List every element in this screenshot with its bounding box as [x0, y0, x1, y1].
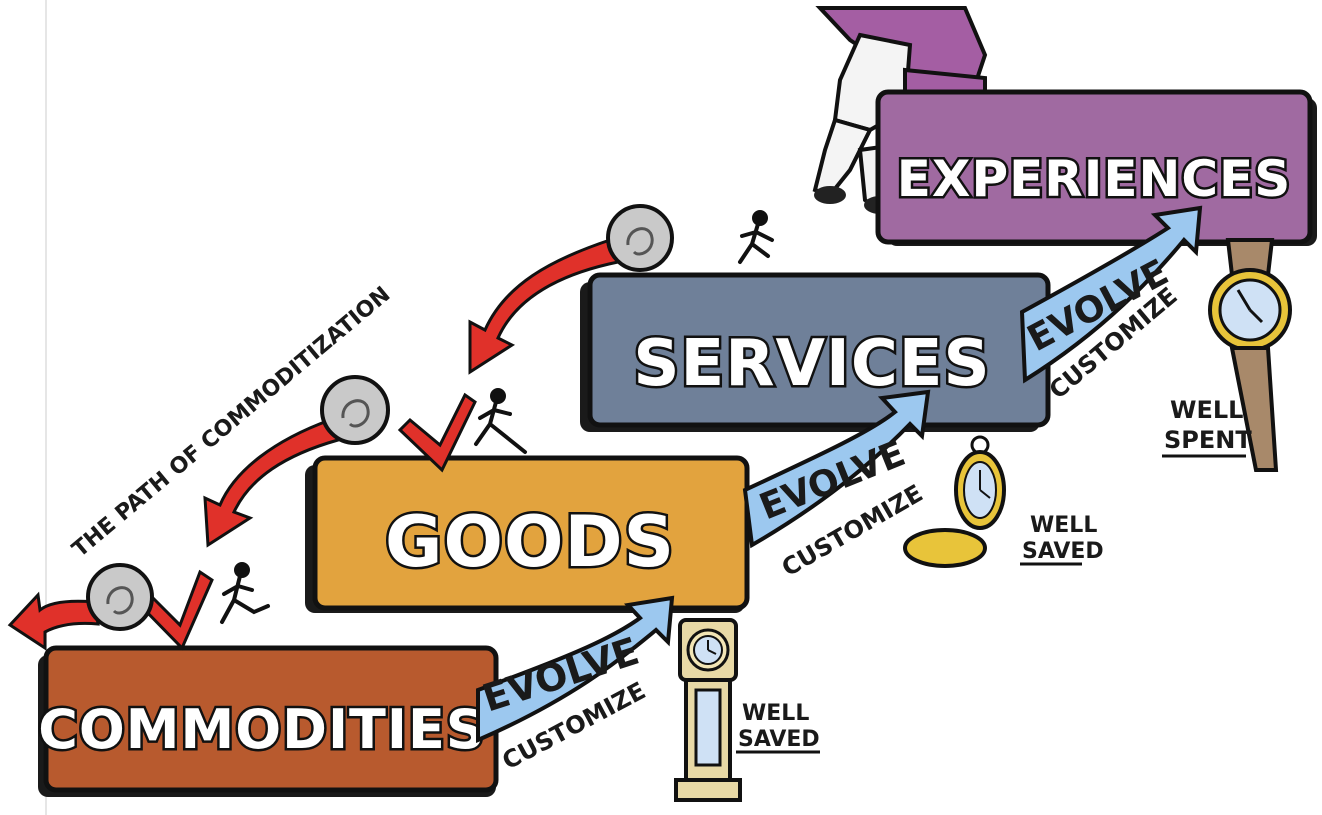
- coin-middle: [320, 375, 390, 445]
- evolve-arrow-1: EVOLVE CUSTOMIZE: [476, 595, 675, 775]
- grandfather-clock-icon: [674, 618, 742, 802]
- coin-top: [606, 204, 674, 272]
- commodities-label: COMMODITIES: [38, 698, 486, 761]
- svg-text:SPENT: SPENT: [1164, 426, 1252, 454]
- running-figure-top: [738, 210, 774, 264]
- well-saved-label-2: WELL SAVED: [1020, 513, 1104, 566]
- commodities-block: COMMODITIES: [36, 645, 499, 797]
- services-label: SERVICES: [633, 327, 990, 401]
- running-figure-middle: [474, 388, 527, 454]
- commoditization-arrows: [7, 238, 621, 651]
- services-block: SERVICES: [580, 272, 1051, 432]
- wrist-watch-icon: [1208, 238, 1292, 472]
- experiences-block: EXPERIENCES: [875, 89, 1317, 246]
- pocket-watch-icon: [903, 435, 1006, 568]
- svg-text:SAVED: SAVED: [1022, 539, 1104, 564]
- well-spent-label: WELL SPENT: [1162, 396, 1252, 458]
- svg-text:WELL: WELL: [1030, 513, 1097, 538]
- goods-label: GOODS: [385, 501, 675, 583]
- experiences-label: EXPERIENCES: [897, 150, 1291, 208]
- svg-text:WELL: WELL: [1170, 396, 1243, 424]
- svg-text:SAVED: SAVED: [738, 727, 820, 752]
- coin-bottom: [86, 563, 154, 631]
- goods-block: GOODS: [305, 455, 750, 613]
- running-figure-bottom: [220, 562, 270, 624]
- svg-text:WELL: WELL: [742, 701, 809, 726]
- well-saved-label-1: WELL SAVED: [736, 701, 820, 754]
